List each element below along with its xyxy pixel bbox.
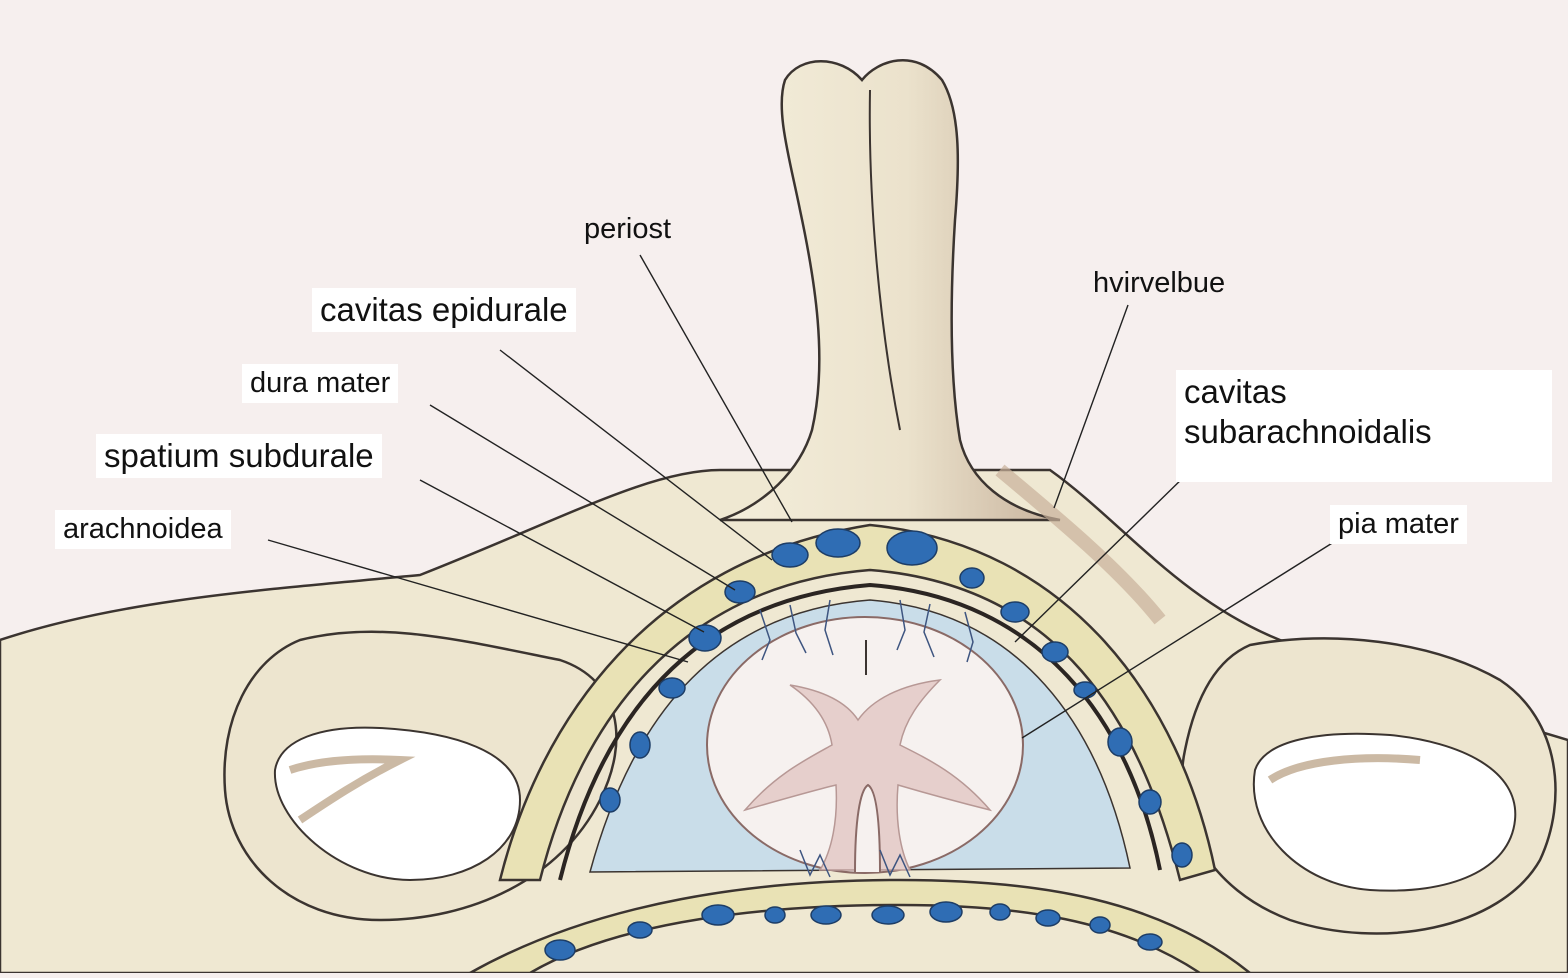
label-cavitas-epidurale: cavitas epidurale [312, 288, 576, 332]
label-hvirvelbue: hvirvelbue [1093, 266, 1225, 301]
leader-hvirvelbue [1054, 305, 1128, 508]
label-spatium-subdurale: spatium subdurale [96, 434, 382, 478]
label-cavitas-subarachnoidalis-line1: cavitas [1184, 372, 1544, 412]
spinous-process [720, 60, 1060, 520]
label-cavitas-subarachnoidalis: cavitas subarachnoidalis [1176, 370, 1552, 482]
label-periost: periost [584, 212, 671, 247]
label-pia-mater: pia mater [1330, 505, 1467, 544]
label-cavitas-subarachnoidalis-line2: subarachnoidalis [1184, 412, 1544, 452]
label-dura-mater: dura mater [242, 364, 398, 403]
label-arachnoidea: arachnoidea [55, 510, 231, 549]
